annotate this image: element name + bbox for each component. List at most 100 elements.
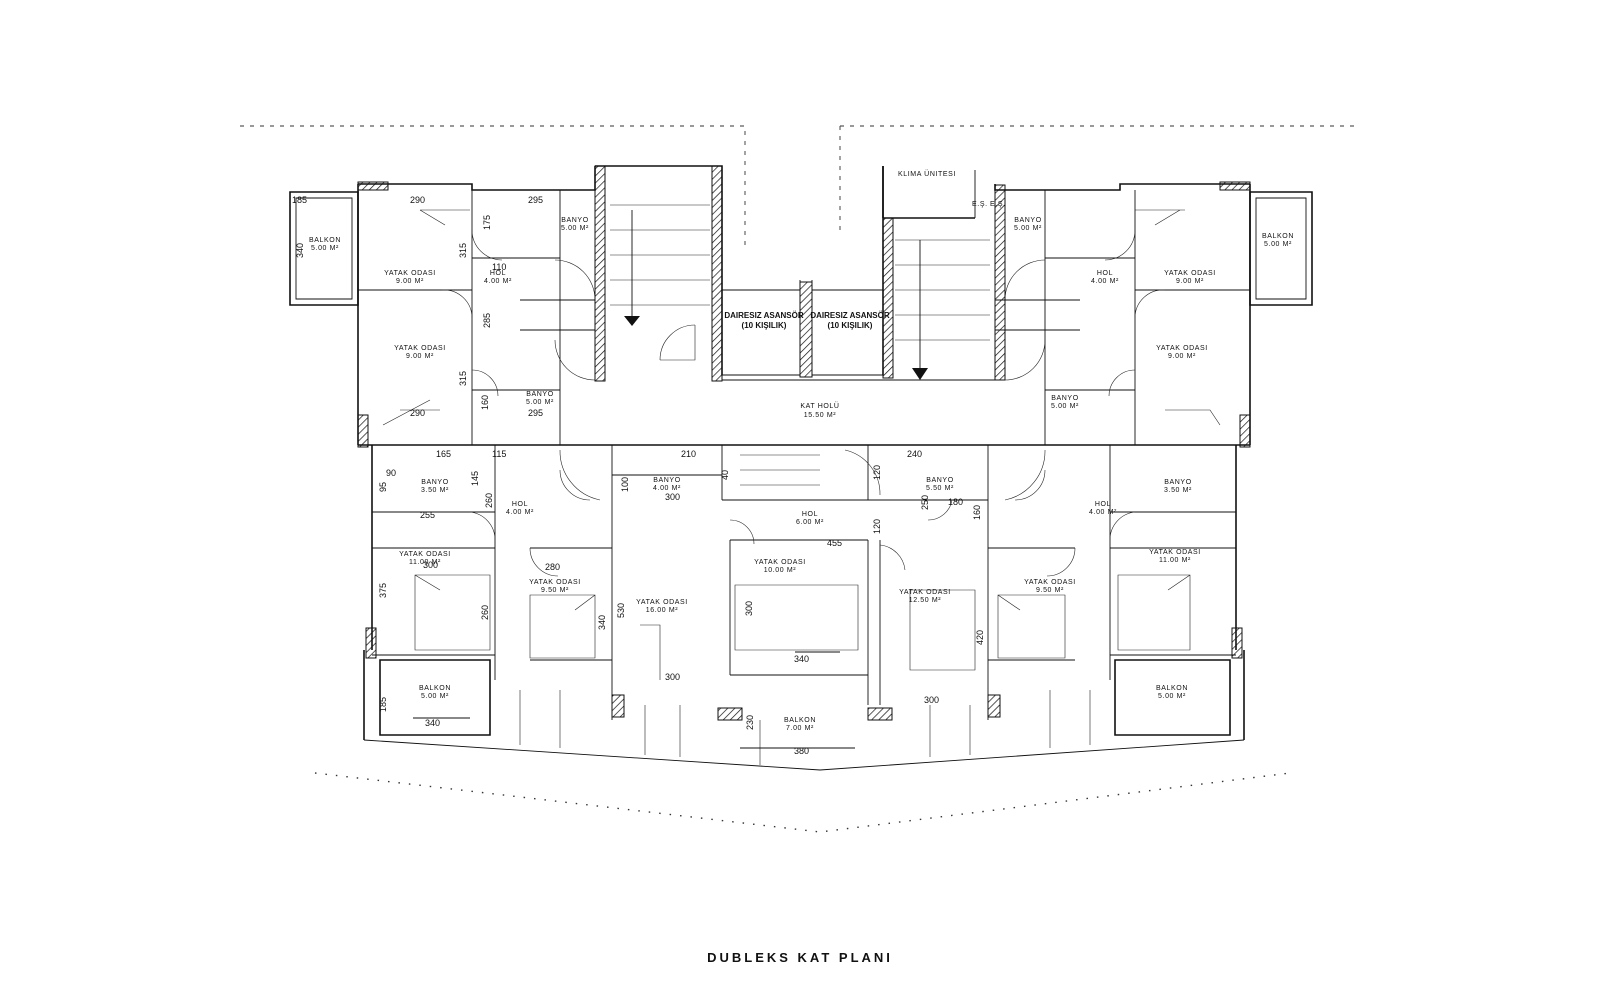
elevator-right-label-1: DAIRESIZ ASANSÖR: [810, 311, 889, 320]
dimension: 340: [295, 243, 305, 258]
dimension: 300: [744, 601, 754, 616]
room-area: 4.00 M²: [506, 509, 534, 516]
room-area: 5.00 M²: [526, 399, 554, 406]
dimension: 255: [420, 510, 435, 520]
room-area: 9.00 M²: [1176, 278, 1204, 285]
room-name: HOL: [1095, 501, 1111, 508]
dimension: 285: [482, 313, 492, 328]
es-label-1: E.Ş.: [972, 201, 988, 208]
room-area: 5.00 M²: [421, 693, 449, 700]
room-name: BALKON: [1156, 685, 1188, 692]
room-name: BALKON: [309, 237, 341, 244]
kat-holu-label: KAT HOLÜ: [800, 402, 839, 410]
room-area: 5.00 M²: [561, 225, 589, 232]
room-labels: BALKON 5.00 M² YATAK ODASI 9.00 M² HOL 4…: [309, 217, 1294, 732]
room-name: YATAK ODASI: [1156, 345, 1208, 352]
elevator-right-label-2: (10 KIŞILIK): [828, 321, 873, 330]
dimension: 300: [665, 492, 680, 502]
exterior-walls: [357, 165, 1251, 771]
room-area: 12.50 M²: [909, 597, 941, 604]
room-area: 5.50 M²: [926, 485, 954, 492]
room-name: YATAK ODASI: [899, 589, 951, 596]
dimension: 315: [458, 371, 468, 386]
room-name: BANYO: [1014, 217, 1042, 224]
dimension: 100: [620, 477, 630, 492]
dimension: 340: [597, 615, 607, 630]
room-name: YATAK ODASI: [636, 599, 688, 606]
dimension: 110: [492, 262, 506, 272]
elevator-left-label-1: DAIRESIZ ASANSÖR: [724, 311, 803, 320]
dimension: 120: [872, 519, 882, 534]
kat-holu-area: 15.50 M²: [804, 412, 836, 419]
dimension: 290: [410, 408, 425, 418]
dimension: 180: [948, 497, 963, 507]
room-name: BANYO: [653, 477, 681, 484]
room-name: YATAK ODASI: [754, 559, 806, 566]
dimension: 280: [545, 562, 560, 572]
dimension: 160: [972, 505, 982, 520]
room-name: YATAK ODASI: [1149, 549, 1201, 556]
room-area: 10.00 M²: [764, 567, 796, 574]
room-area: 5.00 M²: [311, 245, 339, 252]
dimension: 420: [975, 630, 985, 645]
structural-columns: [357, 165, 1251, 721]
room-name: YATAK ODASI: [399, 551, 451, 558]
room-area: 4.00 M²: [484, 278, 512, 285]
dimension: 300: [924, 695, 939, 705]
room-name: HOL: [1097, 270, 1113, 277]
room-name: YATAK ODASI: [1164, 270, 1216, 277]
room-name: YATAK ODASI: [1024, 579, 1076, 586]
room-name: BALKON: [419, 685, 451, 692]
balcony-top-left: [289, 191, 359, 306]
room-area: 16.00 M²: [646, 607, 678, 614]
dimension: 230: [745, 715, 755, 730]
room-name: BALKON: [1262, 233, 1294, 240]
page-title: DUBLEKS KAT PLANI: [707, 950, 893, 965]
room-name: YATAK ODASI: [384, 270, 436, 277]
room-area: 7.00 M²: [786, 725, 814, 732]
room-area: 9.00 M²: [406, 353, 434, 360]
dimension: 340: [425, 718, 440, 728]
dimension: 300: [423, 560, 438, 570]
dimension: 250: [920, 495, 930, 510]
dimension: 160: [480, 395, 490, 410]
dimension: 290: [410, 195, 425, 205]
room-area: 4.00 M²: [1091, 278, 1119, 285]
dimension: 115: [492, 449, 506, 459]
apartment-top-left-walls: [358, 190, 710, 445]
room-name: YATAK ODASI: [394, 345, 446, 352]
room-name: BANYO: [926, 477, 954, 484]
room-name: HOL: [512, 501, 528, 508]
room-area: 11.00 M²: [409, 559, 441, 566]
dimension: 295: [528, 195, 543, 205]
dimension: 315: [458, 243, 468, 258]
dimension: 375: [378, 583, 388, 598]
room-name: BANYO: [526, 391, 554, 398]
dimension: 340: [794, 654, 809, 664]
dimension: 185: [292, 195, 307, 205]
dimension: 210: [681, 449, 696, 459]
dimension: 300: [665, 672, 680, 682]
room-area: 4.00 M²: [653, 485, 681, 492]
room-area: 3.50 M²: [1164, 487, 1192, 494]
dimension: 295: [528, 408, 543, 418]
balcony-top-right: [1249, 191, 1313, 306]
room-area: 11.00 M²: [1159, 557, 1191, 564]
apartment-lower-walls: [372, 445, 1236, 765]
room-area: 9.50 M²: [1036, 587, 1064, 594]
dimension: 455: [827, 538, 842, 548]
room-name: HOL: [490, 270, 506, 277]
room-area: 5.00 M²: [1158, 693, 1186, 700]
room-area: 9.00 M²: [396, 278, 424, 285]
dimension: 530: [616, 603, 626, 618]
dimension: 380: [794, 746, 809, 756]
dimension: 145: [470, 471, 480, 486]
room-name: BALKON: [784, 717, 816, 724]
dimension: 175: [482, 215, 492, 230]
room-area: 5.00 M²: [1051, 403, 1079, 410]
site-boundary: [240, 125, 1355, 833]
room-name: BANYO: [561, 217, 589, 224]
room-area: 9.00 M²: [1168, 353, 1196, 360]
dimension: 185: [378, 697, 388, 712]
